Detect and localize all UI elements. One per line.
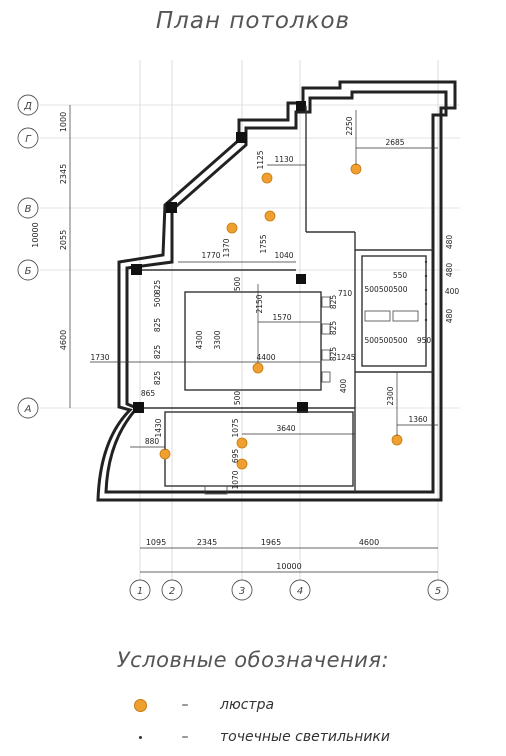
dim-1360: 1360: [408, 415, 427, 424]
dim-bottom-1965: 1965: [261, 538, 281, 547]
axis-row-a: А: [24, 404, 32, 415]
fixtures: [204, 296, 419, 495]
dim-1040: 1040: [274, 251, 293, 260]
dim-500-top: 500: [233, 277, 242, 292]
dim-400-left: 400: [339, 379, 348, 394]
spotlight-icon: [138, 735, 142, 739]
legend-dash: –: [181, 729, 189, 745]
dim-825-left-2: 825: [153, 345, 162, 360]
chandelier-marks: [159, 163, 403, 470]
dim-bottom-4600: 4600: [359, 538, 379, 547]
axis-bubbles: [17, 94, 449, 601]
legend-dash: –: [181, 697, 189, 713]
dim-2250: 2250: [345, 116, 354, 135]
dim-left-2055: 2055: [59, 230, 68, 250]
dim-bottom-1095: 1095: [146, 538, 166, 547]
outer-walls: [96, 80, 457, 502]
dim-2150: 2150: [255, 294, 264, 313]
dim-1570: 1570: [272, 313, 291, 322]
columns: [131, 101, 308, 413]
inner-walls: [142, 106, 433, 492]
dim-400-right: 400: [445, 287, 460, 296]
dim-left-2345: 2345: [59, 164, 68, 184]
axis-col-4: 4: [297, 586, 303, 597]
dim-950: 950: [417, 336, 432, 345]
dim-4300: 4300: [195, 330, 204, 349]
dim-1730: 1730: [90, 353, 109, 362]
dim-500-left: 500: [153, 293, 162, 308]
dim-1755: 1755: [259, 234, 268, 253]
axis-row-v: В: [25, 204, 32, 215]
dim-2685: 2685: [385, 138, 404, 147]
legend-label-chandelier: люстра: [220, 697, 275, 713]
dim-825-left-3: 825: [153, 371, 162, 386]
axis-col-5: 5: [435, 586, 441, 597]
dim-4400: 4400: [256, 353, 275, 362]
legend-label-spotlight: точечные светильники: [220, 729, 390, 745]
dim-865: 865: [141, 389, 156, 398]
dim-825-left-1: 825: [153, 318, 162, 333]
axis-col-3: 3: [239, 586, 245, 597]
axis-row-g: Г: [25, 134, 32, 145]
dim-550: 550: [393, 271, 408, 280]
dim-825-right-2: 825: [329, 321, 338, 336]
dim-1125: 1125: [256, 150, 265, 169]
dim-480-b: 480: [445, 263, 454, 278]
dim-bottom-2345: 2345: [197, 538, 217, 547]
dim-1430: 1430: [154, 418, 163, 437]
chandelier-icon: [133, 698, 147, 712]
legend-item-chandelier: – люстра: [130, 694, 274, 716]
dim-1075: 1075: [231, 418, 240, 437]
dim-695: 695: [231, 449, 240, 464]
axis-col-1: 1: [137, 586, 143, 597]
dim-500-series-2: 500500500: [365, 336, 408, 345]
legend-item-spotlight: – точечные светильники: [130, 726, 390, 748]
dim-1130: 1130: [274, 155, 293, 164]
dim-left-total: 10000: [31, 222, 40, 247]
dim-2300: 2300: [386, 386, 395, 405]
spotlight-marks: [424, 260, 428, 322]
dimension-lines: [69, 105, 438, 573]
axis-row-d: Д: [23, 101, 32, 112]
dim-3300: 3300: [213, 330, 222, 349]
dim-left-1000: 1000: [59, 112, 68, 132]
dim-825-right-3: 825: [329, 347, 338, 362]
legend-heading: Условные обозначения:: [116, 648, 390, 672]
dim-3640: 3640: [276, 424, 295, 433]
axis-row-b: Б: [25, 266, 32, 277]
dim-500-series-1: 500500500: [365, 285, 408, 294]
ceiling-plan-drawing: Д Г В Б А 1 2 3 4 5 1000 2345 2055 4600 …: [17, 60, 460, 601]
axis-col-2: 2: [169, 586, 175, 597]
dim-710: 710: [338, 289, 353, 298]
dim-880: 880: [145, 437, 160, 446]
dim-480-a: 480: [445, 235, 454, 250]
dim-bottom-total: 10000: [276, 562, 301, 571]
dim-825-left-4: 825: [153, 280, 162, 295]
dim-500-bottom: 500: [233, 391, 242, 406]
dim-1770: 1770: [201, 251, 220, 260]
dim-825-right-1: 825: [329, 295, 338, 310]
dim-480-c: 480: [445, 309, 454, 324]
plan-title: План потолков: [155, 8, 351, 34]
dim-left-4600: 4600: [59, 330, 68, 350]
dim-1245: 1245: [336, 353, 355, 362]
dim-1070: 1070: [231, 470, 240, 489]
dim-1370: 1370: [222, 238, 231, 257]
